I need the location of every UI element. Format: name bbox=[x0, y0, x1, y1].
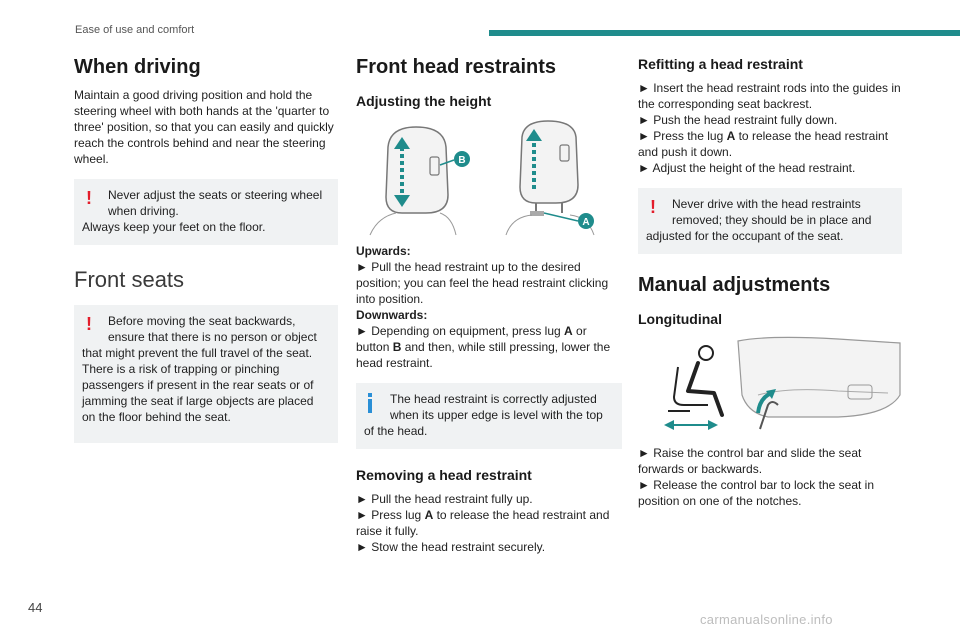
when-driving-heading: When driving bbox=[74, 56, 201, 78]
upwards-label: Upwards: bbox=[356, 244, 411, 258]
warning-text: adjusted for the occupant of the seat. bbox=[646, 229, 844, 243]
removing-step-3: ► Stow the head restraint securely. bbox=[356, 540, 546, 554]
longitudinal-step-1: ► Raise the control bar and slide the se… bbox=[638, 446, 862, 476]
downwards-label: Downwards: bbox=[356, 308, 428, 322]
column-2: Front head restraints Adjusting the heig… bbox=[356, 56, 622, 555]
watermark: carmanualsonline.info bbox=[700, 612, 833, 627]
warning-text: Never drive with the head restraints rem… bbox=[672, 197, 872, 227]
removing-heading: Removing a head restraint bbox=[356, 467, 532, 483]
longitudinal-step-2: ► Release the control bar to lock the se… bbox=[638, 478, 875, 508]
running-header: Ease of use and comfort bbox=[75, 24, 195, 36]
warning-text: Always keep your feet on the floor. bbox=[82, 220, 266, 234]
refitting-heading: Refitting a head restraint bbox=[638, 56, 803, 72]
adjusting-height-heading: Adjusting the height bbox=[356, 93, 492, 109]
warning-box-refitting: ! Never drive with the head restraints r… bbox=[638, 188, 902, 254]
info-text: The head restraint is correctly adjusted… bbox=[390, 392, 603, 422]
removing-step-2: ► Press lug A to release the head restra… bbox=[356, 508, 610, 538]
info-text: of the head. bbox=[364, 424, 428, 438]
column-1: When driving Maintain a good driving pos… bbox=[74, 56, 338, 455]
front-seats-heading: Front seats bbox=[74, 267, 185, 292]
header-accent-bar bbox=[489, 30, 960, 36]
column-3: Refitting a head restraint ► Insert the … bbox=[638, 56, 902, 509]
warning-icon: ! bbox=[86, 188, 92, 208]
downwards-step: ► Depending on equipment, press lug A or… bbox=[356, 324, 611, 370]
front-head-restraints-heading: Front head restraints bbox=[356, 56, 557, 78]
warning-icon: ! bbox=[86, 314, 92, 334]
info-box-head-restraint: The head restraint is correctly adjusted… bbox=[356, 383, 622, 449]
upwards-step: ► Pull the head restraint up to the desi… bbox=[356, 260, 609, 306]
head-restraint-diagram-icon: B A bbox=[369, 120, 595, 236]
refitting-step-2: ► Push the head restraint fully down. bbox=[638, 113, 838, 127]
manual-adjustments-heading: Manual adjustments bbox=[638, 274, 831, 296]
refitting-step-4: ► Adjust the height of the head restrain… bbox=[638, 161, 856, 175]
longitudinal-heading: Longitudinal bbox=[638, 311, 722, 327]
when-driving-body: Maintain a good driving position and hol… bbox=[74, 88, 334, 166]
refitting-step-1: ► Insert the head restraint rods into th… bbox=[638, 81, 901, 111]
longitudinal-illustration bbox=[638, 335, 902, 435]
warning-box-seats: ! Before moving the seat backwards, ensu… bbox=[74, 305, 338, 443]
info-icon bbox=[368, 393, 372, 413]
removing-step-1: ► Pull the head restraint fully up. bbox=[356, 492, 533, 506]
warning-icon: ! bbox=[650, 197, 656, 217]
warning-box-driving: ! Never adjust the seats or steering whe… bbox=[74, 179, 338, 245]
label-a: A bbox=[582, 217, 589, 228]
warning-text: Never adjust the seats or steering wheel… bbox=[108, 188, 323, 218]
refitting-step-3: ► Press the lug A to release the head re… bbox=[638, 129, 889, 159]
warning-text: Before moving the seat backwards, ensure… bbox=[108, 314, 317, 344]
warning-text: that might prevent the full travel of th… bbox=[82, 346, 314, 424]
head-restraint-illustration: B A bbox=[356, 117, 622, 237]
label-b: B bbox=[458, 155, 465, 166]
page-number: 44 bbox=[28, 600, 43, 615]
seat-slide-diagram-icon bbox=[664, 336, 901, 430]
